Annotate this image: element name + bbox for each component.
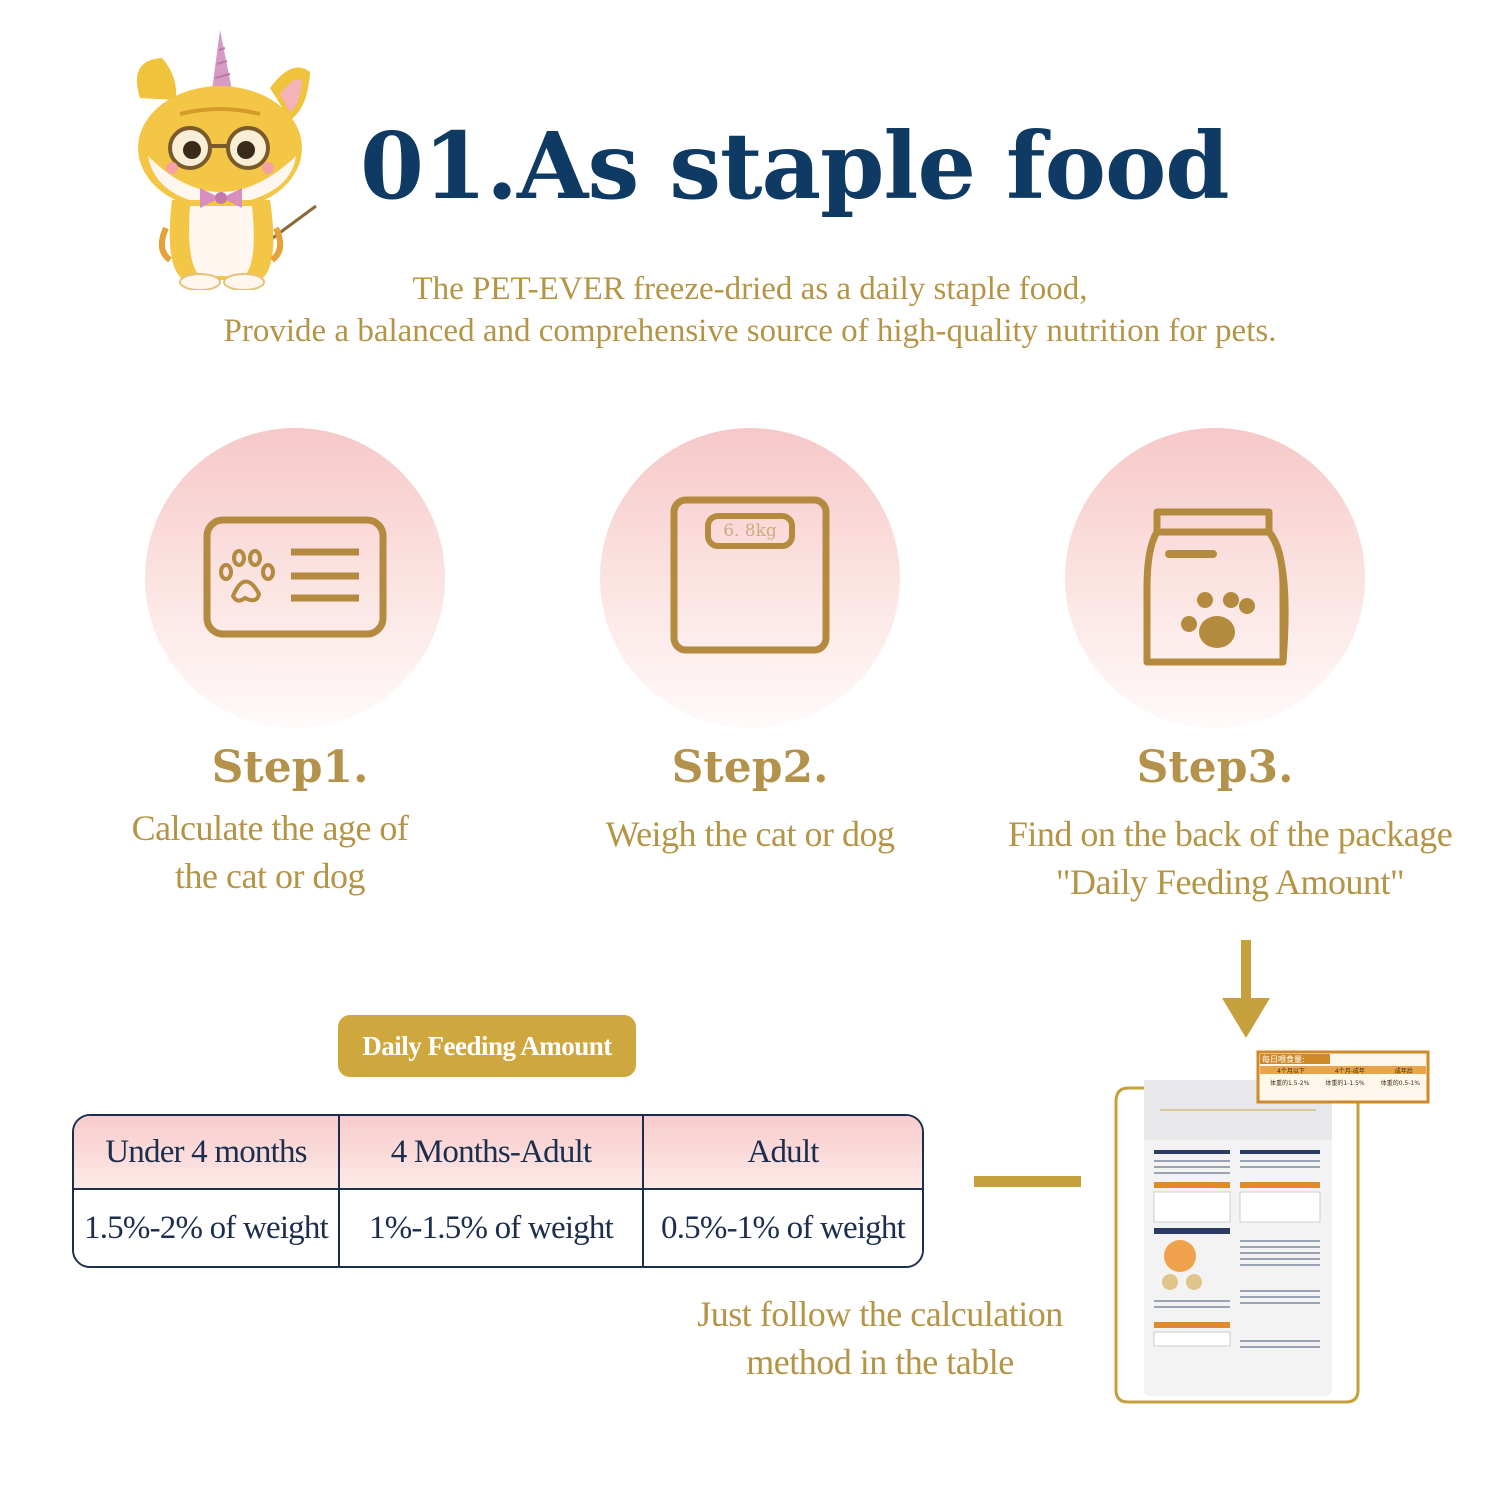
step2-circle: 6. 8kg bbox=[600, 428, 900, 728]
package-label-title: 每日喂食量: bbox=[1262, 1055, 1305, 1064]
step3-description: Find on the back of the package "Daily F… bbox=[980, 810, 1480, 906]
table-header-cell: Adult bbox=[644, 1116, 922, 1190]
package-label-val: 体重的1-1.5% bbox=[1325, 1080, 1365, 1087]
step3-desc-line-2: "Daily Feeding Amount" bbox=[1055, 862, 1405, 902]
connector-line bbox=[974, 1176, 1081, 1187]
table-header-cell: Under 4 months bbox=[74, 1116, 340, 1190]
package-label-col: 成年后 bbox=[1394, 1068, 1413, 1075]
page-title: 01.As staple food bbox=[360, 112, 1230, 220]
step2-desc-line-1: Weigh the cat or dog bbox=[605, 814, 895, 854]
scale-reading: 6. 8kg bbox=[723, 521, 777, 541]
step3-circle bbox=[1065, 428, 1365, 728]
scale-icon bbox=[670, 496, 830, 654]
step1-desc-line-2: the cat or dog bbox=[175, 856, 365, 896]
table-value-cell: 1.5%-2% of weight bbox=[74, 1190, 340, 1266]
follow-line-1: Just follow the calculation bbox=[697, 1294, 1063, 1334]
subtitle-line-2: Provide a balanced and comprehensive sou… bbox=[223, 313, 1277, 349]
package-label-val: 体重的1.5-2% bbox=[1270, 1080, 1310, 1087]
package-label-col: 4个月以下 bbox=[1277, 1068, 1305, 1075]
subtitle-line-1: The PET-EVER freeze-dried as a daily sta… bbox=[412, 271, 1088, 307]
step1-desc-line-1: Calculate the age of bbox=[131, 808, 409, 848]
pet-id-card-icon bbox=[203, 516, 387, 638]
table-value-cell: 1%-1.5% of weight bbox=[340, 1190, 644, 1266]
step3-title: Step3. bbox=[1136, 742, 1294, 793]
feeding-table: Under 4 months 4 Months-Adult Adult 1.5%… bbox=[72, 1114, 924, 1268]
cat-mascot-illustration bbox=[136, 30, 317, 290]
daily-feeding-badge: Daily Feeding Amount bbox=[338, 1015, 636, 1077]
arrow-down-icon bbox=[1222, 940, 1270, 1038]
follow-line-2: method in the table bbox=[746, 1342, 1014, 1382]
step3-desc-line-1: Find on the back of the package bbox=[1007, 814, 1453, 854]
table-header-cell: 4 Months-Adult bbox=[340, 1116, 644, 1190]
package-label-vals: 体重的1.5-2% 体重的1-1.5% 体重的0.5-1% bbox=[1262, 1078, 1428, 1087]
step2-description: Weigh the cat or dog bbox=[550, 810, 950, 858]
package-back-image bbox=[1114, 1050, 1430, 1404]
package-label-val: 体重的0.5-1% bbox=[1380, 1080, 1420, 1087]
package-label-col: 4个月-成年 bbox=[1334, 1068, 1365, 1075]
step1-title: Step1. bbox=[211, 742, 369, 793]
table-value-cell: 0.5%-1% of weight bbox=[644, 1190, 922, 1266]
food-bag-icon bbox=[1143, 508, 1289, 666]
step1-description: Calculate the age of the cat or dog bbox=[70, 804, 470, 900]
package-label-cols: 4个月以下 4个月-成年 成年后 bbox=[1262, 1066, 1428, 1075]
step1-circle bbox=[145, 428, 445, 728]
follow-instruction: Just follow the calculation method in th… bbox=[660, 1290, 1100, 1386]
step2-title: Step2. bbox=[671, 742, 829, 793]
